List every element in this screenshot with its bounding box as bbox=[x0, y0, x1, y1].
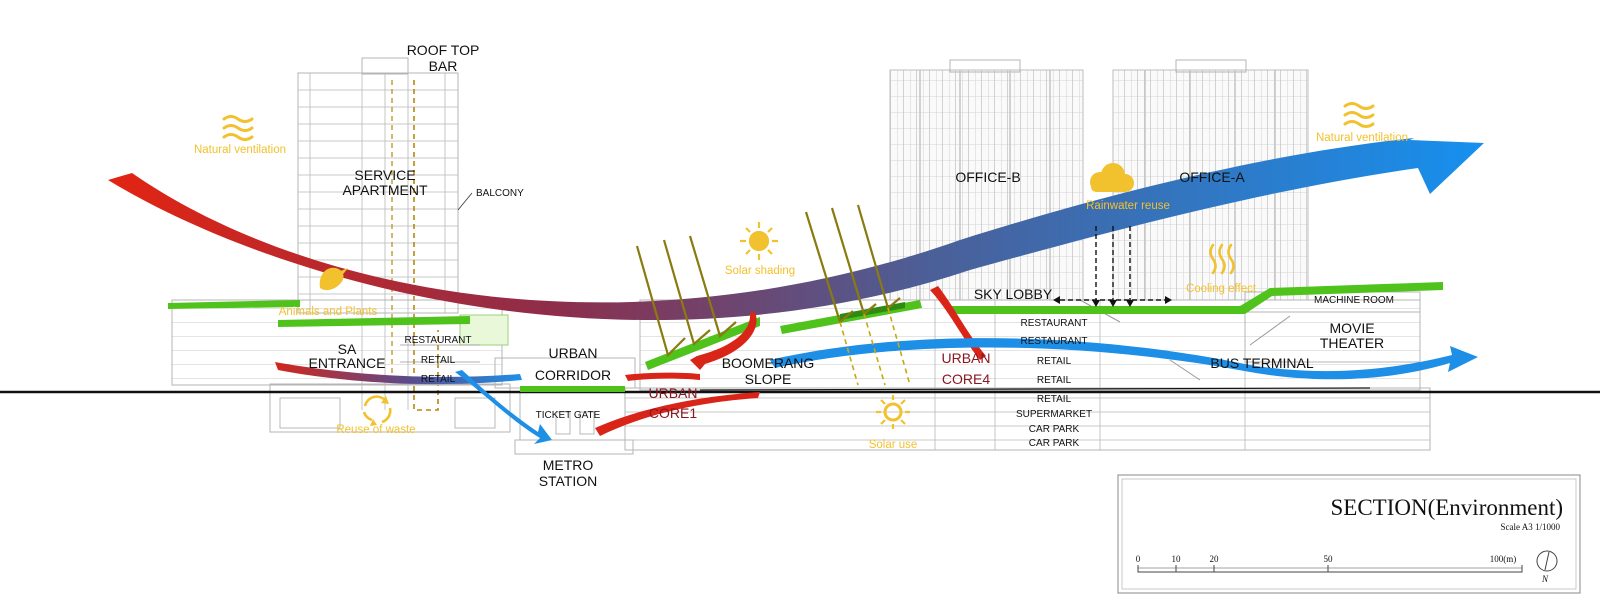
solar-use-label: Solar use bbox=[869, 439, 918, 451]
retail-label: RETAIL bbox=[1037, 394, 1072, 405]
balcony-leader bbox=[457, 192, 473, 211]
urban-corridor-label: CORRIDOR bbox=[535, 367, 611, 383]
title-block-frame bbox=[1117, 474, 1581, 594]
scale-tick-label: 100(m) bbox=[1490, 554, 1517, 564]
bus-terminal-cool-airflow bbox=[770, 338, 1478, 380]
ticket-gate-label: TICKET GATE bbox=[536, 410, 601, 421]
arrow-heads bbox=[1053, 296, 1172, 307]
supermarket-label: SUPERMARKET bbox=[1016, 409, 1092, 420]
metro-down-airflow bbox=[455, 370, 552, 444]
car-park-label: CAR PARK bbox=[1029, 438, 1080, 449]
scale-label: Scale A3 1/1000 bbox=[1501, 522, 1561, 532]
urban-core4-label: URBAN bbox=[941, 350, 990, 366]
retail-label: RETAIL bbox=[1037, 356, 1072, 367]
urban-core1-label: URBAN bbox=[648, 385, 697, 401]
car-park-label: CAR PARK bbox=[1029, 424, 1080, 435]
boomerang-slope-label: SLOPE bbox=[745, 371, 792, 387]
lower-slab-line bbox=[699, 387, 1371, 391]
green-roof-sa-terrace bbox=[278, 316, 470, 327]
metro-up-airflow bbox=[595, 392, 760, 436]
restaurant-label: RESTAURANT bbox=[1020, 318, 1087, 329]
environment-labels: Natural ventilation Natural ventilation … bbox=[194, 132, 1408, 451]
sa-entrance-label: ENTRANCE bbox=[308, 355, 385, 371]
heat-waves-icon bbox=[1209, 243, 1235, 275]
north-arrow-icon: N bbox=[1536, 550, 1558, 584]
retail-label: RETAIL bbox=[421, 374, 456, 385]
animals-and-plants-label: Animals and Plants bbox=[279, 306, 378, 318]
sun-icon bbox=[876, 395, 910, 429]
building-section-linework bbox=[171, 57, 1431, 455]
green-roof-left bbox=[168, 300, 300, 309]
scale-tick-label: 50 bbox=[1324, 554, 1334, 564]
section-title: SECTION(Environment) bbox=[1330, 495, 1563, 520]
cloud-icon bbox=[1090, 163, 1134, 192]
bus-terminal-label: BUS TERMINAL bbox=[1210, 355, 1313, 371]
balcony-label: BALCONY bbox=[476, 188, 524, 199]
metro-station-label: STATION bbox=[539, 473, 598, 489]
waves-icon bbox=[1343, 102, 1375, 128]
scale-bar bbox=[1137, 565, 1523, 573]
movie-theater-label: THEATER bbox=[1320, 335, 1384, 351]
scale-tick-label: 20 bbox=[1210, 554, 1220, 564]
green-roof-corridor bbox=[520, 386, 625, 392]
boomerang-slope-label: BOOMERANG bbox=[722, 355, 815, 371]
scale-tick-label: 10 bbox=[1172, 554, 1182, 564]
retail-label: RETAIL bbox=[1037, 375, 1072, 386]
service-apartment-label: APARTMENT bbox=[342, 182, 427, 198]
core1-red-airflow bbox=[625, 372, 700, 381]
bird-icon bbox=[319, 267, 348, 291]
green-roof-center bbox=[950, 282, 1443, 314]
restaurant-label: RESTAURANT bbox=[404, 335, 471, 346]
sun-icon bbox=[740, 222, 778, 260]
movie-theater-label: MOVIE bbox=[1329, 320, 1374, 336]
green-roofs bbox=[168, 282, 1443, 392]
solar-shading-label: Solar shading bbox=[725, 265, 795, 277]
machine-room-label: MACHINE ROOM bbox=[1314, 295, 1394, 306]
natural-ventilation-label: Natural ventilation bbox=[1316, 132, 1408, 144]
urban-corridor-label: URBAN bbox=[548, 345, 597, 361]
air-flows bbox=[108, 138, 1484, 444]
rainwater-reuse-label: Rainwater reuse bbox=[1086, 200, 1170, 212]
urban-core1-label: CORE1 bbox=[649, 405, 697, 421]
urban-core4-label: CORE4 bbox=[942, 371, 990, 387]
main-ventilation-arrow bbox=[108, 138, 1484, 321]
roof-top-bar-label: ROOF TOP bbox=[407, 42, 480, 58]
program-labels: ROOF TOP BAR SERVICE APARTMENT BALCONY S… bbox=[308, 42, 1394, 489]
office-b-label: OFFICE-B bbox=[955, 169, 1020, 185]
metro-station-label: METRO bbox=[543, 457, 594, 473]
solar-use-rays bbox=[839, 307, 911, 386]
service-apartment-label: SERVICE bbox=[354, 167, 415, 183]
reuse-of-waste-label: Reuse of waste bbox=[336, 424, 415, 436]
natural-ventilation-label: Natural ventilation bbox=[194, 144, 286, 156]
low-left-airflow bbox=[275, 362, 522, 385]
north-label: N bbox=[1541, 574, 1549, 584]
restaurant-label: RESTAURANT bbox=[1020, 336, 1087, 347]
waves-icon bbox=[222, 115, 254, 141]
roof-top-bar-label: BAR bbox=[429, 58, 458, 74]
recycle-icon bbox=[362, 395, 392, 426]
green-roof-boomerang bbox=[645, 317, 760, 370]
cooling-effect-label: Cooling effect bbox=[1186, 283, 1257, 295]
office-a-label: OFFICE-A bbox=[1179, 169, 1245, 185]
title-block: SECTION(Environment) Scale A3 1/1000 0 1… bbox=[1117, 474, 1581, 594]
retail-label: RETAIL bbox=[421, 355, 456, 366]
slope-red-airflow bbox=[690, 312, 757, 370]
sky-lobby-label: SKY LOBBY bbox=[974, 286, 1053, 302]
sa-entrance-label: SA bbox=[338, 341, 357, 357]
scale-tick-label: 0 bbox=[1136, 554, 1141, 564]
